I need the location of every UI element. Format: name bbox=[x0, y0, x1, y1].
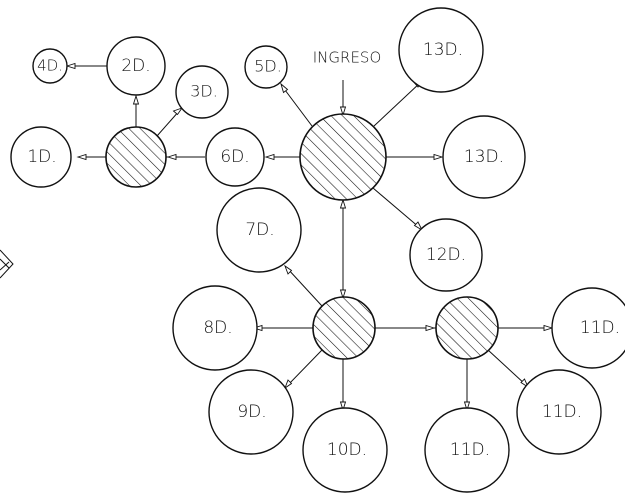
hubs bbox=[105, 113, 499, 360]
arrowhead-1d bbox=[76, 153, 87, 161]
node-13d-top-label: 13D. bbox=[423, 40, 463, 60]
arrowhead-hubD bbox=[425, 324, 436, 332]
arrowhead-13d-right bbox=[433, 153, 444, 161]
arrowhead-8d bbox=[252, 324, 263, 332]
hub-left bbox=[105, 126, 167, 188]
node-5d-label: 5D. bbox=[254, 57, 282, 76]
hub-bottom-center bbox=[312, 296, 376, 360]
arrowhead-11d-right bbox=[543, 324, 554, 332]
edge-hubC-9d bbox=[286, 349, 323, 387]
partial-marker-icon bbox=[0, 249, 14, 279]
node-4d: 4D. bbox=[32, 48, 68, 84]
nodes: 4D. 2D. 3D. 1D. 6D. 5D. 13D. 13D. bbox=[10, 7, 625, 493]
edge-hubA-3d bbox=[156, 109, 181, 137]
node-9d: 9D. bbox=[208, 369, 294, 455]
node-3d-label: 3D. bbox=[190, 82, 218, 101]
node-11d-bottom-label: 11D. bbox=[450, 440, 490, 460]
node-3d: 3D. bbox=[175, 65, 229, 119]
node-7d-label: 7D. bbox=[245, 220, 274, 240]
node-10d-label: 10D. bbox=[327, 440, 367, 460]
node-13d-right-label: 13D. bbox=[464, 147, 504, 167]
arrowhead-12d bbox=[413, 221, 424, 232]
arrowhead-10d bbox=[339, 401, 347, 412]
node-13d-right: 13D. bbox=[442, 115, 526, 199]
hub-top-center bbox=[299, 113, 387, 201]
arrowhead-3d bbox=[172, 107, 184, 116]
node-11d-bottom: 11D. bbox=[424, 407, 510, 493]
arrowhead-hubC-down bbox=[339, 289, 347, 300]
arrowhead-5d bbox=[280, 82, 289, 94]
node-8d-label: 8D. bbox=[203, 318, 232, 338]
node-11d-right: 11D. bbox=[551, 287, 625, 369]
node-2d: 2D. bbox=[106, 36, 166, 96]
arrowhead-6d bbox=[264, 153, 275, 161]
arrowheads bbox=[65, 62, 554, 412]
hub-bottom-right bbox=[435, 296, 499, 360]
node-7d: 7D. bbox=[216, 187, 302, 273]
edges bbox=[69, 65, 550, 408]
node-11d-lower-right-label: 11D. bbox=[542, 402, 582, 422]
arrowhead-7d bbox=[284, 264, 293, 275]
node-10d: 10D. bbox=[302, 407, 388, 493]
arrowhead-hubB-from-ingreso bbox=[339, 106, 347, 117]
edge-hubB-13d-top bbox=[373, 81, 422, 127]
entry-label: INGRESO bbox=[313, 49, 382, 67]
node-9d-label: 9D. bbox=[237, 402, 266, 422]
node-4d-label: 4D. bbox=[37, 57, 63, 75]
edge-hubB-5d bbox=[281, 85, 313, 127]
arrowhead-hubA-from-6d bbox=[166, 153, 177, 161]
node-6d-label: 6D. bbox=[220, 147, 249, 167]
edge-hubD-11d-lower-right bbox=[487, 349, 527, 386]
edge-hubB-12d bbox=[372, 187, 421, 229]
node-12d-label: 12D. bbox=[426, 245, 466, 265]
node-2d-label: 2D. bbox=[121, 56, 150, 76]
arrowhead-4d bbox=[65, 62, 76, 70]
arrowhead-11d-bottom bbox=[463, 401, 471, 412]
node-13d-top: 13D. bbox=[398, 7, 484, 93]
arrowhead-hubB-up bbox=[339, 198, 347, 209]
arrowhead-2d bbox=[132, 94, 140, 105]
node-1d-label: 1D. bbox=[27, 147, 56, 167]
node-11d-right-label: 11D. bbox=[580, 318, 620, 338]
arrowhead-9d bbox=[284, 379, 293, 390]
node-8d: 8D. bbox=[172, 285, 258, 371]
node-12d: 12D. bbox=[409, 218, 483, 292]
node-11d-lower-right: 11D. bbox=[516, 369, 602, 455]
edge-hubC-7d bbox=[286, 267, 323, 307]
node-5d: 5D. bbox=[244, 45, 288, 89]
node-6d: 6D. bbox=[205, 127, 265, 187]
node-1d: 1D. bbox=[10, 126, 72, 188]
